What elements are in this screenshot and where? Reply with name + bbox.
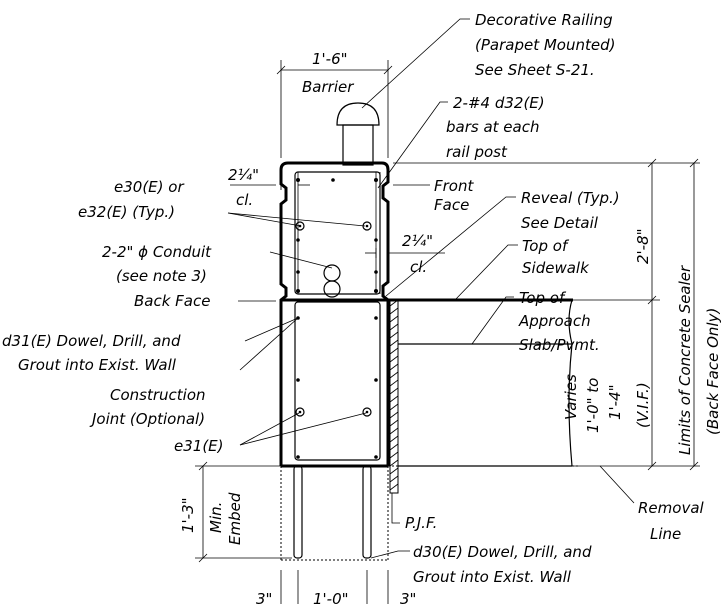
rebar-dots (295, 178, 378, 459)
existing-wall (280, 465, 580, 561)
dowel-bottom-label-1: d30(E) Dowel, Drill, and (413, 543, 592, 561)
decorative-railing (336, 102, 380, 166)
back-face-label: Back Face (134, 292, 210, 310)
bottom-dim-left: 3" (256, 590, 272, 604)
reveal-label-2: See Detail (521, 214, 599, 232)
varies-label-2: 1'-0" to (584, 378, 602, 433)
removal-label-2: Line (650, 525, 681, 543)
top-sidewalk-label-2: Sidewalk (522, 259, 590, 277)
bars-label-2: bars at each (446, 118, 539, 136)
cl-right-label: cl. (410, 258, 427, 276)
e30-label-2: e32(E) (Typ.) (78, 203, 175, 221)
embed-label-1: Min. (207, 502, 225, 533)
dimension-lines (195, 60, 700, 604)
cl-left-dim: 2¼" (228, 166, 259, 184)
railing-label-3: See Sheet S-21. (475, 61, 595, 79)
e30-label-1: e30(E) or (114, 178, 184, 196)
varies-label-1: Varies (562, 374, 580, 420)
labels: Decorative Railing (Parapet Mounted) See… (2, 11, 722, 604)
top-approach-label-3: Slab/Pvmt. (519, 336, 600, 354)
e31-label: e31(E) (174, 437, 224, 455)
vif-label: (V.I.F.) (634, 382, 652, 428)
varies-label-3: 1'-4" (606, 384, 624, 420)
cl-right-dim: 2¼" (402, 232, 433, 250)
embed-label-2: Embed (226, 492, 244, 545)
top-sidewalk-label-1: Top of (522, 237, 570, 255)
bottom-dim-right: 3" (400, 590, 416, 604)
pjf-strip (389, 299, 399, 494)
top-approach-label-2: Approach (518, 312, 591, 330)
dowel-bottom-label-2: Grout into Exist. Wall (413, 568, 572, 586)
cl-left-label: cl. (236, 191, 253, 209)
pjf-label: P.J.F. (405, 514, 437, 532)
construction-label-1: Construction (110, 386, 206, 404)
barrier-outline (279, 161, 390, 468)
railing-label-1: Decorative Railing (475, 11, 613, 29)
front-face-label-2: Face (434, 196, 469, 214)
top-approach-label-1: Top of (519, 289, 567, 307)
bars-label-3: rail post (446, 143, 508, 161)
leader-lines (227, 18, 635, 559)
conduit-label-2: (see note 3) (116, 267, 207, 285)
dowel-top-label-2: Grout into Exist. Wall (18, 356, 177, 374)
bars-label-1: 2-#4 d32(E) (453, 94, 545, 112)
sealer-label-2: (Back Face Only) (704, 308, 722, 435)
railing-label-2: (Parapet Mounted) (475, 36, 615, 54)
sealer-label-1: Limits of Concrete Sealer (676, 265, 694, 455)
embed-dim: 1'-3" (179, 497, 197, 533)
removal-label-1: Removal (638, 499, 705, 517)
barrier-label: Barrier (302, 78, 354, 96)
conduit-pair (323, 264, 341, 298)
construction-label-2: Joint (Optional) (89, 410, 205, 428)
conduit-label-1: 2-2" ϕ Conduit (102, 243, 212, 261)
height-dim: 2'-8" (634, 228, 652, 264)
bottom-dim-center: 1'-0" (313, 590, 349, 604)
dowel-top-label-1: d31(E) Dowel, Drill, and (2, 332, 181, 350)
front-face-label-1: Front (434, 177, 474, 195)
reveal-label-1: Reveal (Typ.) (521, 189, 620, 207)
barrier-width-dim: 1'-6" (312, 50, 348, 68)
